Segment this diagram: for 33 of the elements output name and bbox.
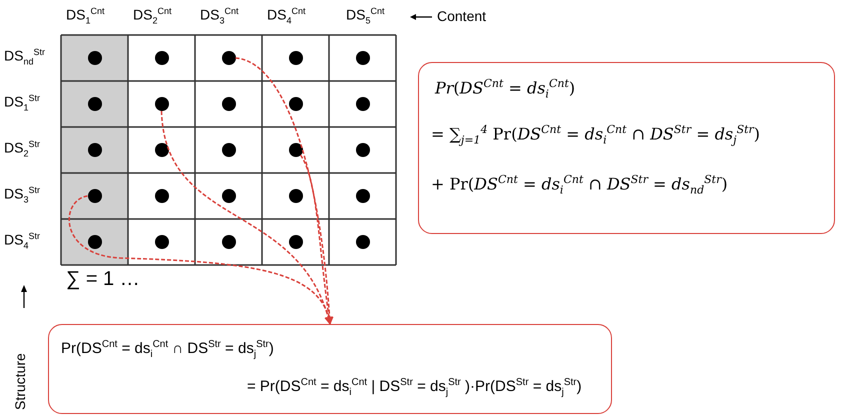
dot-marker (222, 235, 236, 249)
formula-text: Pr(DS$^{Cnt}$ = ds$_{i}$$^{Cnt}$ ∩ DS$^{Str}$ = ds$_{j}$$^{Str}$) (61, 339, 274, 360)
dot-marker (288, 143, 302, 157)
dot-marker (356, 235, 370, 249)
dot-marker (154, 97, 168, 111)
dashed-arrow (235, 57, 334, 325)
dot-marker (356, 143, 370, 157)
dot-marker (154, 51, 168, 65)
axis-label: Content (437, 8, 486, 24)
dashed-arrow (160, 110, 332, 325)
formula-text: + Pr(DS$^{Cnt}$ = ds$_{i}$$^{Cnt}$ ∩ DS$^{Str}$ = ds$_{nd}$$^{Str}$) (431, 173, 728, 197)
dot-marker (154, 189, 168, 203)
dot-marker (154, 235, 168, 249)
formula-box (48, 324, 612, 414)
formula-text: Pr(DS$^{Cnt}$ = ds$_{i}$$^{Cnt}$) (435, 77, 576, 101)
dot-marker (356, 189, 370, 203)
dot-marker (154, 143, 168, 157)
dot-marker (222, 189, 236, 203)
dashed-arrow (68, 195, 332, 325)
dot-marker (288, 235, 302, 249)
dot-marker (222, 97, 236, 111)
axis-label: Structure (12, 353, 28, 410)
dot-marker (356, 51, 370, 65)
formula-box (418, 62, 835, 234)
dot-marker (288, 51, 302, 65)
dot-marker (222, 51, 236, 65)
dot-marker (222, 143, 236, 157)
dot-marker (288, 189, 302, 203)
dot-marker (356, 97, 370, 111)
sum-note: ∑ = 1 … (66, 268, 140, 291)
dot-marker (288, 97, 302, 111)
formula-text: = ∑$_{j=1}$$^{4}$ Pr(DS$^{Cnt}$ = ds$_{i}$$^{Cnt}$ ∩ DS$^{Str}$ = ds$_{j}$$^{Str}$) (431, 123, 760, 147)
formula-text: = Pr(DS$^{Cnt}$ = ds$_{i}$$^{Cnt}$ | DS$^{Str}$ = ds$_{j}$$^{Str}$ )·Pr(DS$^{Str}$ = ds$_{j}$$^{Str}$) (247, 377, 582, 398)
